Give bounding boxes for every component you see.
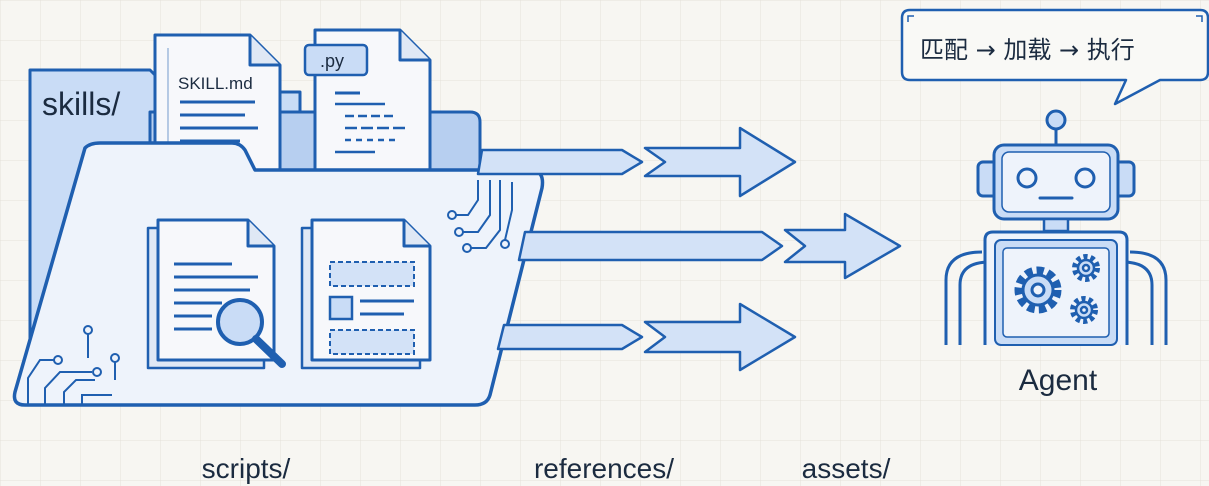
- antenna-icon: [1045, 109, 1067, 131]
- py-label: .py: [320, 51, 344, 71]
- speech-bubble: [900, 8, 1209, 106]
- skill-md-label: SKILL.md: [178, 74, 253, 93]
- robot-eye-left: [1016, 167, 1038, 189]
- gear-small-icon: [1072, 254, 1100, 282]
- py-document: [303, 28, 432, 182]
- speech-text: 匹配 → 加载 → 执行: [920, 36, 1135, 64]
- agent-label: Agent: [1019, 364, 1098, 397]
- magnifier-icon: [216, 298, 264, 346]
- subfolder-label-references: references/: [534, 453, 674, 484]
- folder-label: skills/: [42, 86, 120, 122]
- scripts-document: [146, 218, 286, 370]
- references-document: [300, 218, 432, 370]
- subfolder-label-scripts: scripts/: [202, 453, 291, 484]
- arrow-top: [476, 126, 797, 198]
- gear-small-icon-2: [1070, 296, 1098, 324]
- subfolder-label-assets: assets/: [802, 453, 891, 484]
- arrow-bottom: [496, 302, 797, 372]
- robot-eye-right: [1074, 167, 1096, 189]
- arrow-middle: [517, 212, 902, 280]
- gear-icon: [1014, 266, 1062, 314]
- robot-agent: [944, 109, 1168, 346]
